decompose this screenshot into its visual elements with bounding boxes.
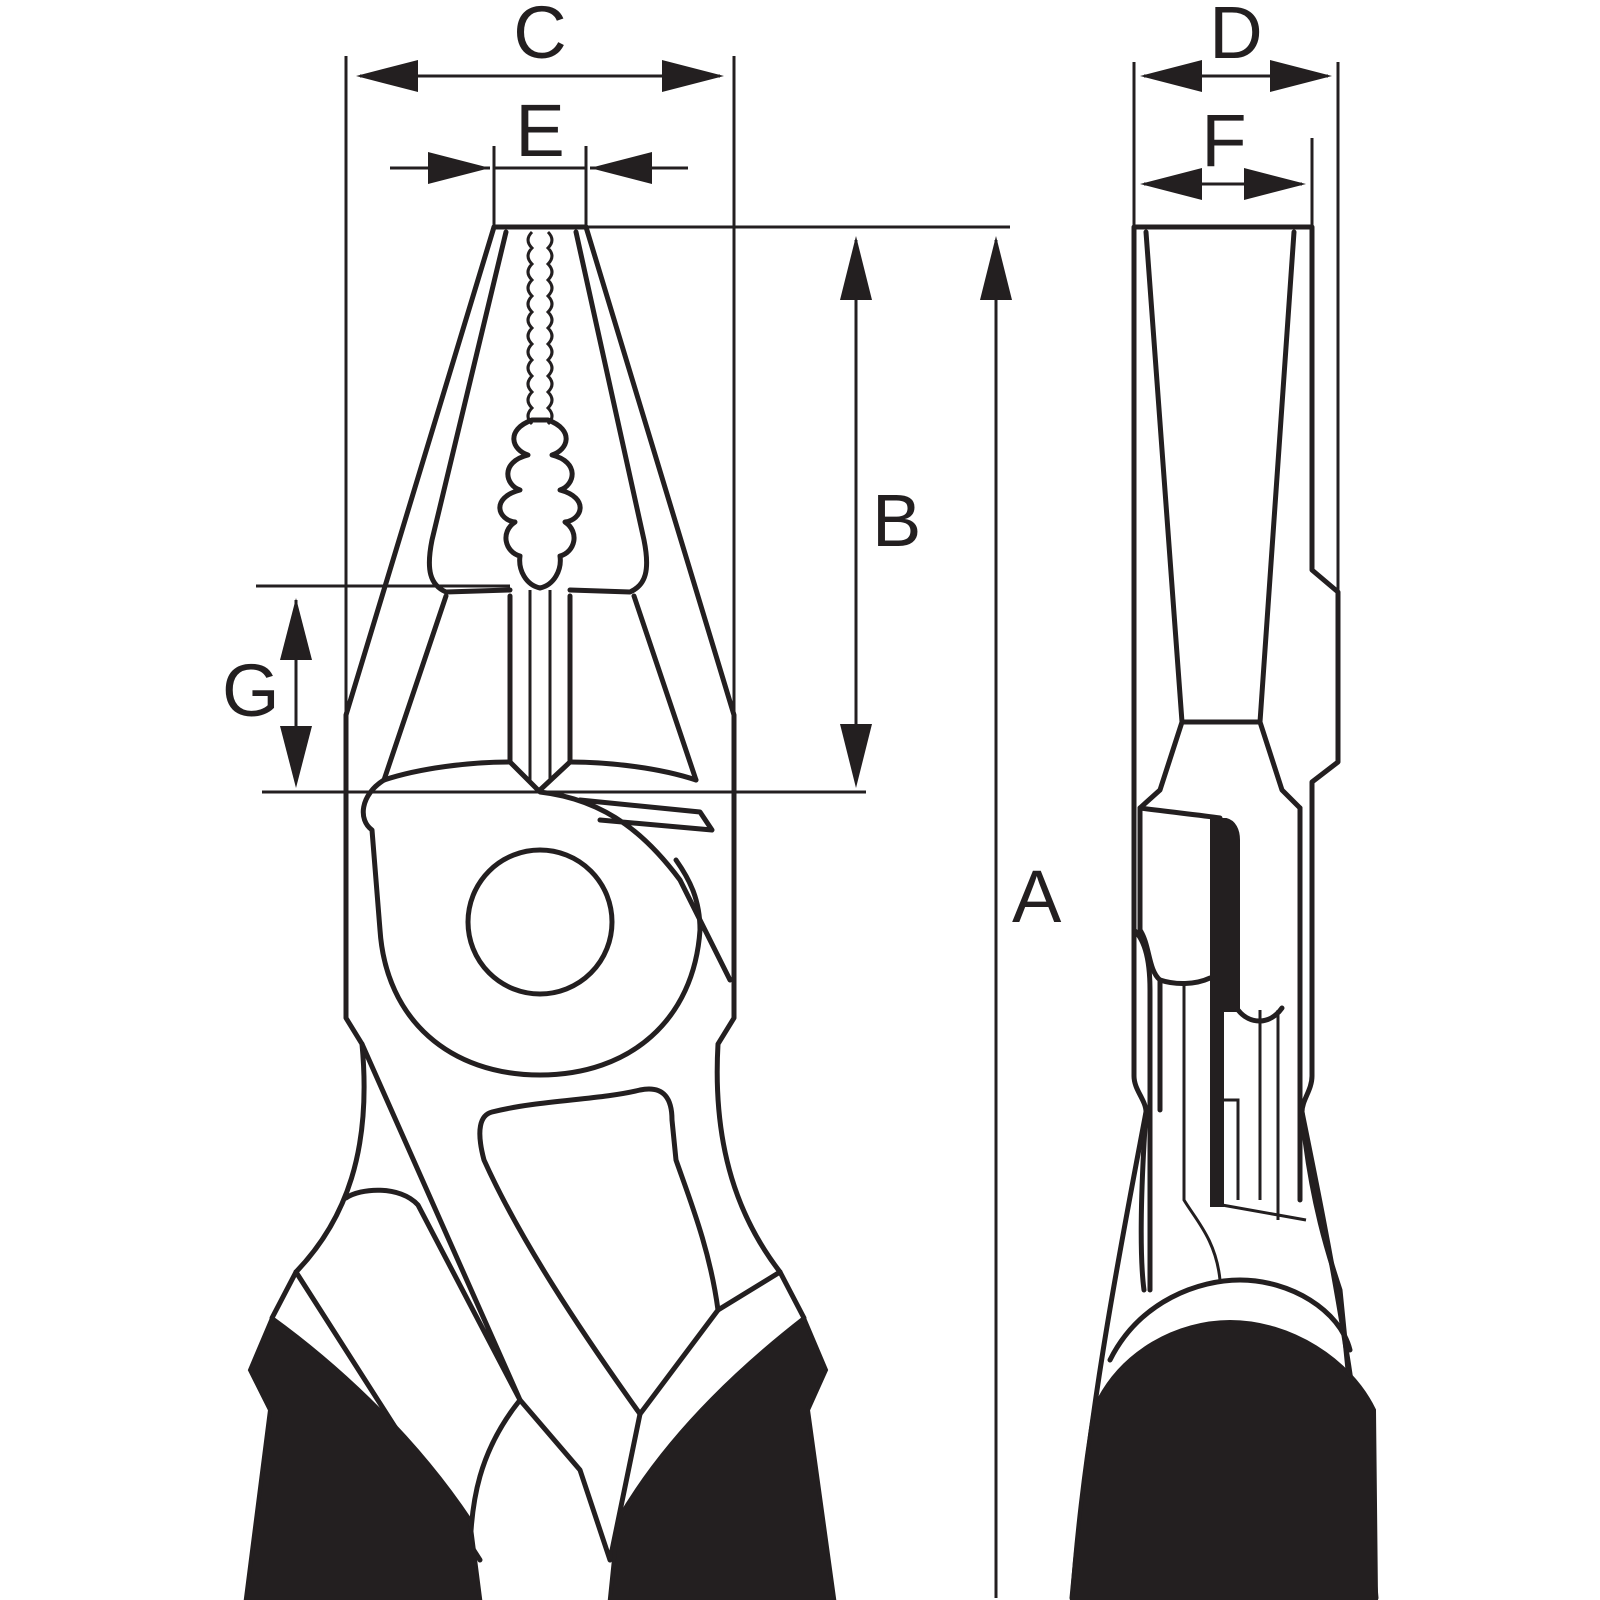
dim-g-label: G <box>222 649 280 732</box>
dim-c-arrow-left <box>356 60 418 92</box>
dim-d-arrow-left <box>1140 60 1202 92</box>
dim-c-label: C <box>513 0 566 74</box>
side-joint-center[interactable] <box>1210 818 1240 1207</box>
dim-f-label: F <box>1201 99 1246 182</box>
front-grip-border-left <box>269 1269 807 1321</box>
front-grip-left[interactable] <box>243 1314 483 1600</box>
front-pivot-rivet <box>465 847 615 997</box>
dim-e-arrow-right <box>590 152 652 184</box>
front-inner-jaw-left <box>426 229 513 595</box>
side-rivet-bars <box>1182 985 1307 1281</box>
dim-f-arrow-left <box>1140 168 1202 200</box>
dim-c-arrow-right <box>662 60 724 92</box>
dim-e-label: E <box>515 89 564 172</box>
side-view <box>1069 224 1379 1600</box>
front-view <box>243 224 837 1600</box>
front-inner-jaw-right <box>567 229 650 595</box>
dim-a-label: A <box>1012 855 1062 938</box>
front-grip-right[interactable] <box>607 1314 837 1600</box>
side-grip[interactable] <box>1069 1319 1379 1600</box>
dim-e-arrow-left <box>428 152 490 184</box>
dimension-lines: C E B A G D F <box>222 0 1340 1598</box>
front-joint-crossing <box>537 789 733 983</box>
front-cutter-right <box>537 593 699 793</box>
dim-d-label: D <box>1209 0 1262 74</box>
front-handle-window <box>477 1086 721 1417</box>
dim-g-arrow-bottom <box>280 726 312 788</box>
dim-d-arrow-right <box>1270 60 1332 92</box>
dim-f-arrow-right <box>1244 168 1306 200</box>
side-handle-lines <box>1138 1109 1355 1413</box>
front-cutter-base <box>381 759 699 783</box>
front-jaw-outline <box>293 224 783 1275</box>
dim-b-label: B <box>872 479 921 562</box>
front-joint-body <box>360 777 703 1078</box>
front-handle-right <box>467 1269 783 1563</box>
dim-b-arrow-bottom <box>840 724 872 788</box>
dim-b-arrow-top <box>840 236 872 300</box>
side-grip-edge <box>1107 1277 1353 1363</box>
front-serration-left <box>526 230 535 426</box>
side-taper-inner <box>1137 229 1303 811</box>
front-cutter-left <box>381 593 541 793</box>
front-serration-right <box>545 230 554 426</box>
dim-a-arrow-top <box>980 236 1012 300</box>
front-pipe-grip <box>497 417 583 591</box>
dim-g-arrow-top <box>280 598 312 660</box>
